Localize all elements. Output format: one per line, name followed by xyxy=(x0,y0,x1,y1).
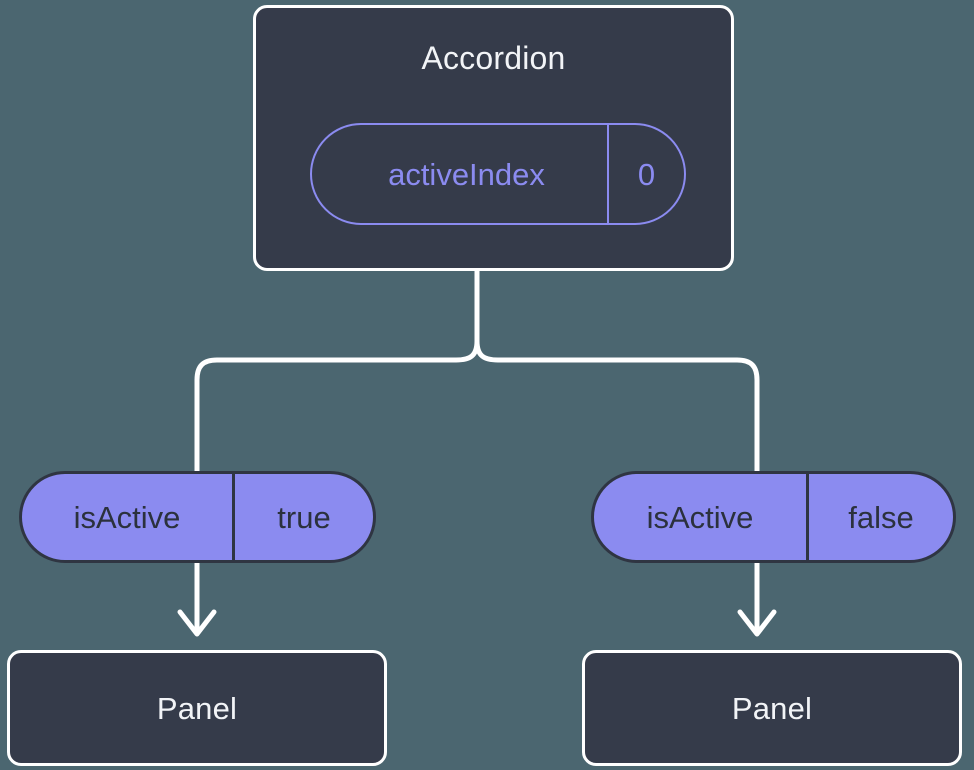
component-card-panel-right[interactable]: Panel xyxy=(582,650,962,766)
connector-fork-right xyxy=(474,338,760,474)
state-pill-active-index[interactable]: activeIndex 0 xyxy=(310,123,686,225)
prop-pill-key: isActive xyxy=(73,499,181,535)
page-title: Accordion xyxy=(421,40,566,76)
prop-pill-is-active-true[interactable]: isActive true xyxy=(19,471,376,563)
connector-fork-left xyxy=(194,338,480,474)
state-pill-value: 0 xyxy=(607,125,684,223)
arrow-down-icon xyxy=(177,609,217,637)
panel-title: Panel xyxy=(731,690,813,726)
prop-pill-value: false xyxy=(806,474,953,560)
state-pill-key: activeIndex xyxy=(388,156,545,192)
panel-title: Panel xyxy=(156,690,238,726)
component-card-panel-left[interactable]: Panel xyxy=(7,650,387,766)
arrow-down-icon xyxy=(737,609,777,637)
prop-pill-value: true xyxy=(232,474,373,560)
prop-pill-key: isActive xyxy=(646,499,754,535)
component-card-accordion[interactable]: Accordion activeIndex 0 xyxy=(253,5,734,271)
prop-pill-is-active-false[interactable]: isActive false xyxy=(591,471,956,563)
